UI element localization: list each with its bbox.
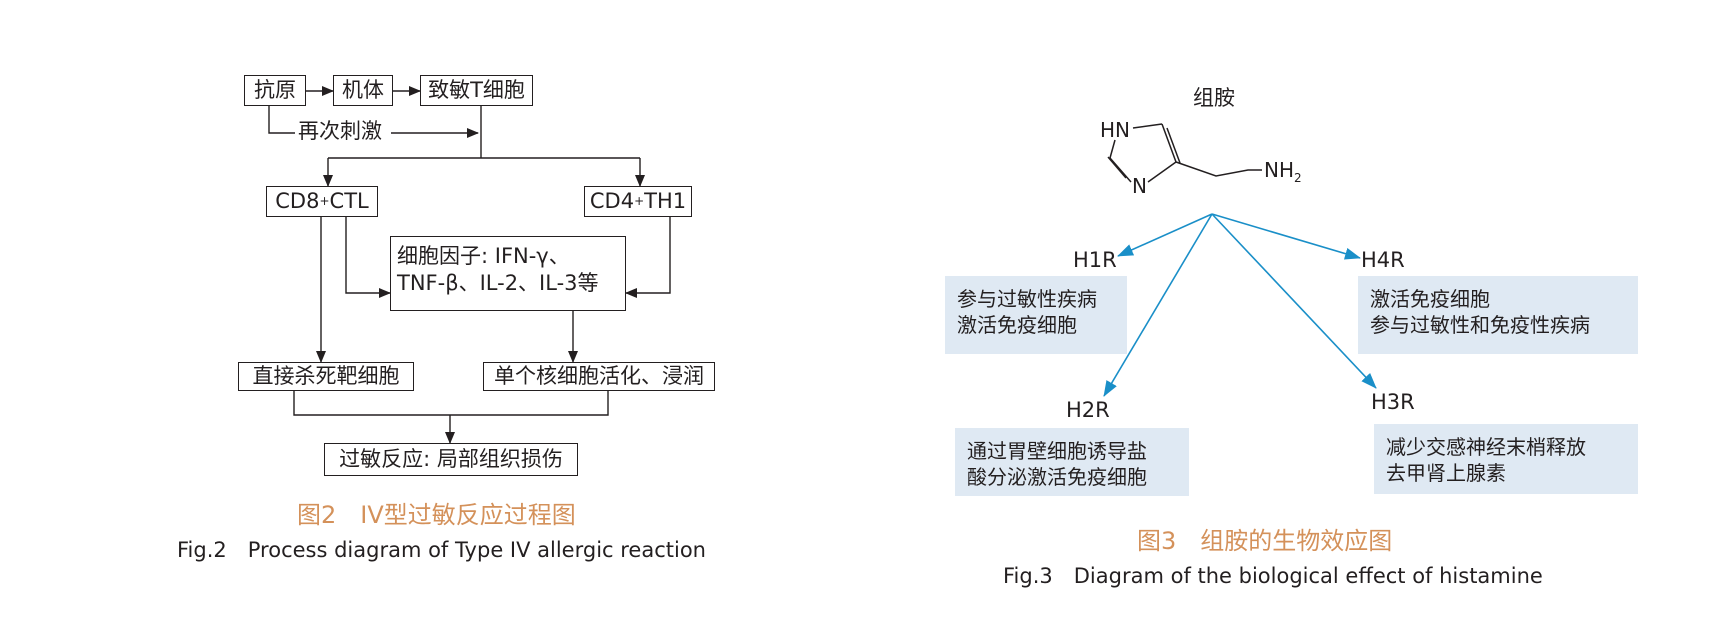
arrow-cd8-to-cytokines — [345, 217, 391, 298]
arrow-to-h2r — [1103, 213, 1213, 397]
receptor-h3r-panel: 减少交感神经末梢释放 去甲肾上腺素 — [1374, 424, 1638, 494]
restim-line-left — [268, 105, 295, 134]
bond-n1-c5 — [1132, 123, 1163, 129]
node-cd4-th1: CD4+TH1 — [584, 186, 692, 217]
h2r-effect-2: 酸分泌激活免疫细胞 — [967, 465, 1147, 489]
arrow-to-h3r — [1211, 213, 1377, 389]
receptor-h1r-label: H1R — [1073, 248, 1117, 272]
bond-n3-c2 — [1109, 157, 1132, 183]
h1r-effect-2: 激活免疫细胞 — [957, 313, 1077, 337]
arrow-to-h1r — [1117, 213, 1213, 257]
fig3-caption-cn: 图3 组胺的生物效应图 — [1137, 527, 1393, 555]
bond-c4-n3 — [1147, 161, 1177, 183]
cd4-sup: + — [634, 194, 645, 209]
fig2-caption-en: Fig.2 Process diagram of Type IV allergi… — [177, 538, 706, 562]
node-sensitized-t: 致敏T细胞 — [420, 75, 533, 106]
h4r-effect-2: 参与过敏性和免疫性疾病 — [1370, 313, 1590, 337]
receptor-h2r-panel: 通过胃壁细胞诱导盐 酸分泌激活免疫细胞 — [955, 428, 1189, 496]
cd8-tail: CTL — [329, 188, 369, 213]
fig3-caption-en: Fig.3 Diagram of the biological effect o… — [1003, 564, 1543, 588]
node-allergic-response: 过敏反应: 局部组织损伤 — [324, 443, 578, 476]
histamine-title: 组胺 — [1193, 86, 1235, 110]
node-body: 机体 — [333, 75, 393, 106]
receptor-h3r-label: H3R — [1371, 390, 1415, 414]
cytokines-line1: 细胞因子: IFN-γ、 — [397, 244, 570, 268]
arrow-to-h4r — [1211, 213, 1361, 260]
arrow-cd4-to-cytokines — [625, 217, 671, 298]
cd4-base: CD4 — [589, 188, 635, 213]
receptor-h4r-panel: 激活免疫细胞 参与过敏性和免疫性疾病 — [1358, 276, 1638, 354]
h3r-effect-1: 减少交感神经末梢释放 — [1386, 435, 1586, 459]
h4r-effect-1: 激活免疫细胞 — [1370, 287, 1490, 311]
atom-n: N — [1132, 174, 1147, 198]
bond-side-chain — [1175, 161, 1262, 177]
node-direct-kill: 直接杀死靶细胞 — [238, 362, 414, 391]
node-mono-infiltration: 单个核细胞活化、浸润 — [483, 362, 715, 391]
bond-c5-c4 — [1161, 123, 1177, 163]
bond-n3-c2-double — [1107, 156, 1127, 179]
line-merge — [293, 391, 609, 416]
cytokines-line2: TNF-β、IL-2、IL-3等 — [397, 271, 599, 295]
bond-c5-c4-double — [1166, 127, 1181, 164]
cd4-tail: TH1 — [644, 188, 687, 213]
receptor-h4r-label: H4R — [1361, 248, 1405, 272]
h1r-effect-1: 参与过敏性疾病 — [957, 287, 1097, 311]
nh2-base: NH — [1264, 158, 1294, 182]
node-cd8-ctl: CD8+CTL — [266, 186, 378, 217]
cd8-base: CD8 — [275, 188, 320, 213]
atom-hn: HN — [1100, 118, 1130, 142]
receptor-h1r-panel: 参与过敏性疾病 激活免疫细胞 — [945, 276, 1127, 354]
h2r-effect-1: 通过胃壁细胞诱导盐 — [967, 439, 1147, 463]
atom-nh2: NH2 — [1264, 158, 1302, 185]
receptor-h2r-label: H2R — [1066, 398, 1110, 422]
h3r-effect-2: 去甲肾上腺素 — [1386, 461, 1506, 485]
bond-c2-n1 — [1109, 139, 1116, 159]
node-antigen: 抗原 — [244, 75, 306, 106]
label-restim: 再次刺激 — [296, 119, 384, 145]
cd8-sup: + — [319, 194, 330, 209]
node-cytokines: 细胞因子: IFN-γ、 TNF-β、IL-2、IL-3等 — [390, 236, 626, 311]
fig2-caption-cn: 图2 IV型过敏反应过程图 — [297, 501, 576, 529]
nh2-sub: 2 — [1294, 171, 1302, 185]
